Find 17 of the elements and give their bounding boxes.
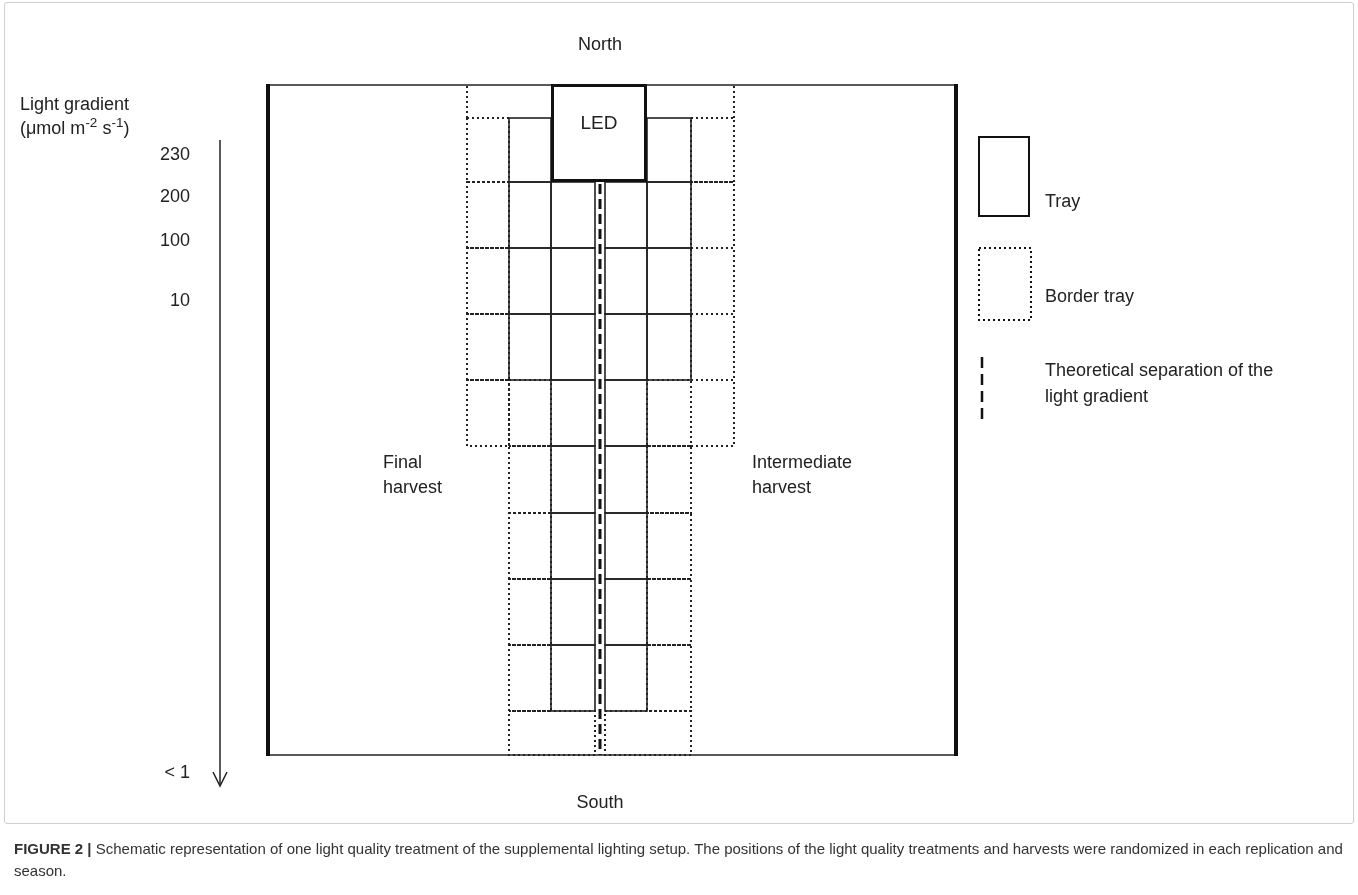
diagram-label: Light gradient: [20, 93, 131, 116]
diagram-label: 200: [158, 185, 190, 208]
legend-label: Border tray: [1045, 285, 1136, 308]
figure-caption: FIGURE 2 | Schematic representation of one light quality treatment of the supplemental lighting setup. The positions of the light quality treatments and harvests were randomized in each replication and season.: [14, 839, 1344, 881]
diagram-label: Final harvest: [383, 451, 444, 499]
led-box: [551, 84, 647, 182]
diagram-label: (μmol m$^{-2}$ s$^{-1}$): [20, 116, 131, 140]
node-label: LED: [580, 111, 618, 135]
diagram-label: 100: [158, 229, 190, 252]
diagram-label: North: [577, 33, 623, 56]
legend-label: Theoretical separation of the light gradient: [1045, 359, 1275, 408]
diagram-label: 10: [168, 289, 190, 312]
diagram-label: Intermediate harvest: [752, 451, 854, 499]
diagram-label: < 1: [163, 761, 190, 784]
diagram-label: South: [575, 791, 625, 814]
legend-label: Tray: [1045, 190, 1082, 213]
diagram-label: 230: [158, 143, 190, 166]
